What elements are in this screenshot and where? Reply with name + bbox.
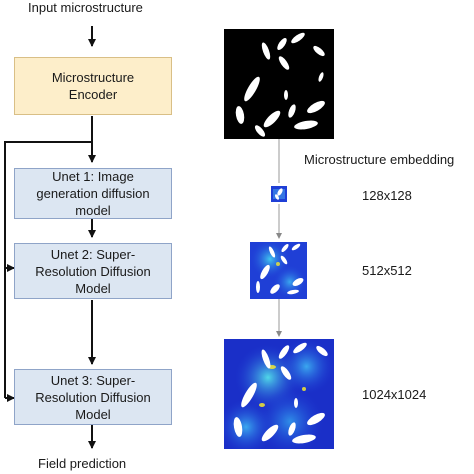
input-microstructure-image (224, 29, 334, 139)
skip-connection-line (4, 141, 92, 398)
unet1-line2: generation diffusion (36, 186, 150, 201)
unet1-block: Unet 1: Image generation diffusion model (14, 168, 172, 219)
resolution-label-512: 512x512 (362, 263, 412, 278)
unet2-line2: Resolution Diffusion (35, 263, 151, 279)
field-1024-image (224, 339, 334, 449)
unet1-line1: Unet 1: Image (52, 169, 134, 184)
unet2-line1: Unet 2: Super- (50, 246, 136, 262)
unet1-line3: model (75, 203, 111, 218)
unet2-line3: Model (75, 280, 111, 296)
resolution-label-128: 128x128 (362, 188, 412, 203)
field-128-image (271, 186, 287, 202)
unet2-block: Unet 2: Super- Resolution Diffusion Mode… (14, 243, 172, 299)
encoder-line1: Microstructure (51, 70, 135, 85)
unet3-block: Unet 3: Super- Resolution Diffusion Mode… (14, 369, 172, 425)
resolution-label-1024: 1024x1024 (362, 387, 427, 402)
unet3-line2: Resolution Diffusion (35, 389, 151, 405)
unet3-line1: Unet 3: Super- (50, 372, 136, 388)
encoder-line2: Encoder (68, 87, 118, 102)
field-512-image (250, 242, 307, 299)
input-label: Input microstructure (28, 0, 143, 15)
output-label: Field prediction (38, 456, 127, 471)
embedding-label: Microstructure embedding (304, 152, 455, 167)
encoder-block: Microstructure Encoder (14, 57, 172, 115)
unet3-line3: Model (75, 406, 111, 422)
